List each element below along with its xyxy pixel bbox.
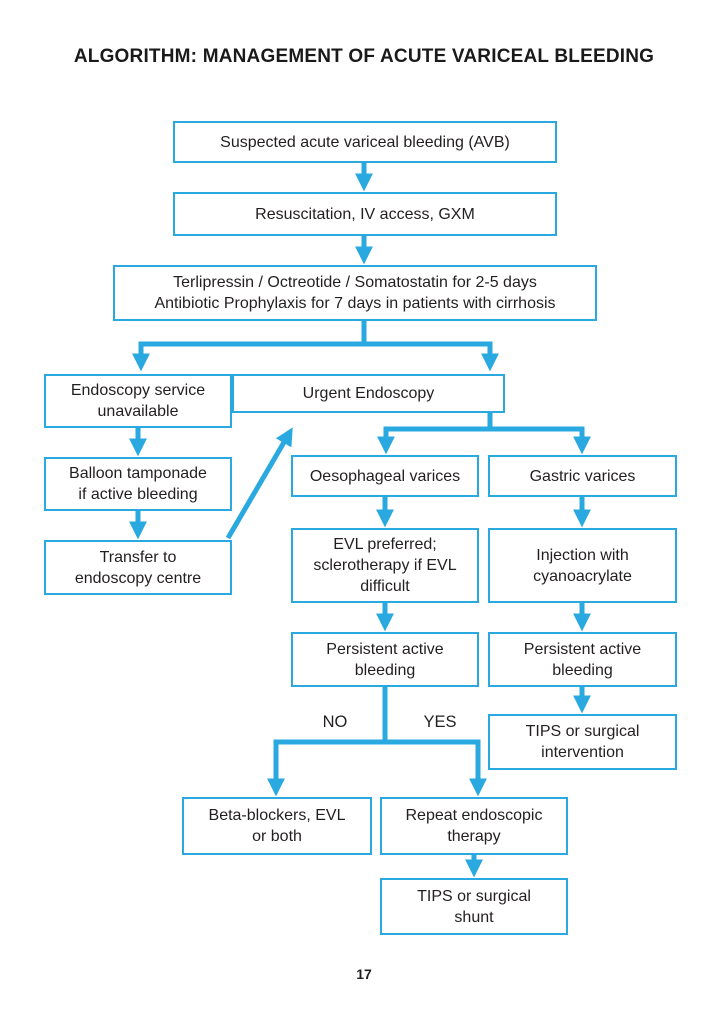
node-evl-preferred: EVL preferred; sclerotherapy if EVL diff… bbox=[291, 528, 479, 603]
node-balloon-tamponade: Balloon tamponade if active bleeding bbox=[44, 457, 232, 511]
page-title: ALGORITHM: MANAGEMENT OF ACUTE VARICEAL … bbox=[73, 46, 655, 67]
node-persistent-bleeding-mid: Persistent active bleeding bbox=[291, 632, 479, 687]
page-number: 17 bbox=[356, 966, 372, 982]
node-transfer-endoscopy-centre: Transfer to endoscopy centre bbox=[44, 540, 232, 595]
node-persistent-bleeding-right: Persistent active bleeding bbox=[488, 632, 677, 687]
node-gastric-varices: Gastric varices bbox=[488, 455, 677, 497]
node-endoscopy-unavailable: Endoscopy service unavailable bbox=[44, 374, 232, 428]
node-tips-intervention: TIPS or surgical intervention bbox=[488, 714, 677, 770]
connector-lines bbox=[129, 163, 591, 878]
node-oesophageal-varices: Oesophageal varices bbox=[291, 455, 479, 497]
branch-label-no: NO bbox=[322, 713, 348, 731]
node-tips-shunt: TIPS or surgical shunt bbox=[380, 878, 568, 935]
node-suspected-avb: Suspected acute variceal bleeding (AVB) bbox=[173, 121, 557, 163]
node-resuscitation: Resuscitation, IV access, GXM bbox=[173, 192, 557, 236]
node-terlipressin-antibiotic: Terlipressin / Octreotide / Somatostatin… bbox=[113, 265, 597, 321]
node-urgent-endoscopy: Urgent Endoscopy bbox=[232, 374, 505, 413]
node-beta-blockers: Beta-blockers, EVL or both bbox=[182, 797, 372, 855]
node-repeat-endoscopic-therapy: Repeat endoscopic therapy bbox=[380, 797, 568, 855]
node-injection-cyanoacrylate: Injection with cyanoacrylate bbox=[488, 528, 677, 603]
branch-label-yes: YES bbox=[423, 713, 457, 731]
